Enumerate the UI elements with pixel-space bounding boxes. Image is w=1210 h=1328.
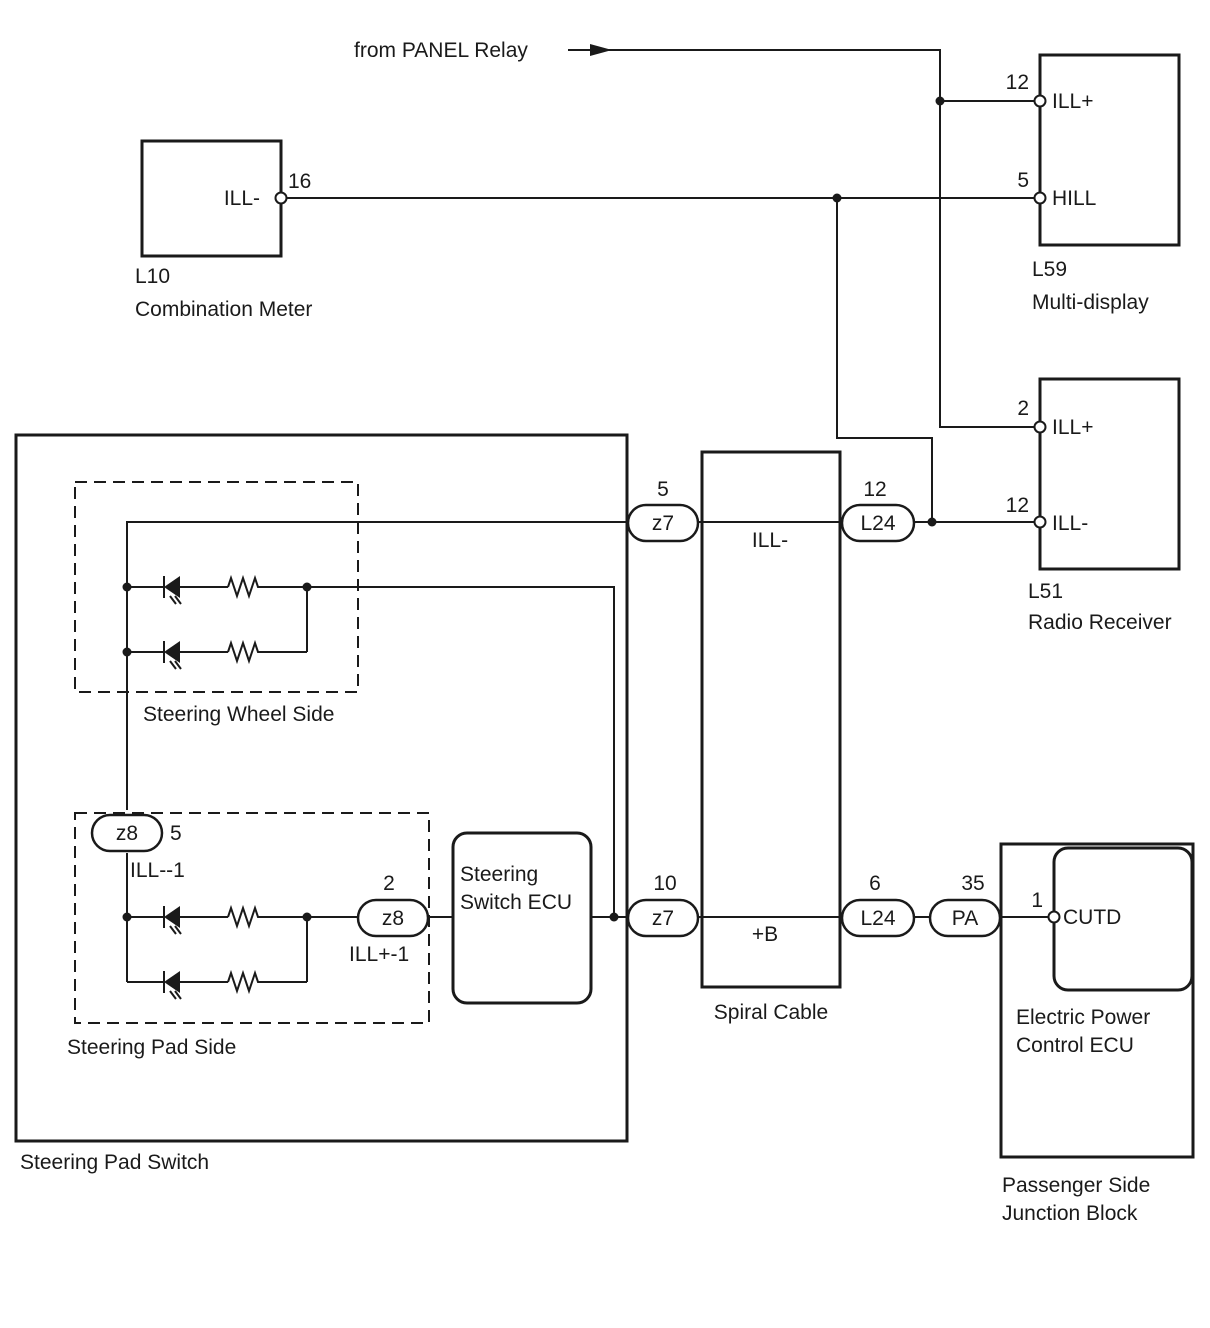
epc-ecu-line2: Control ECU [1016,1034,1134,1057]
radio-ill-plus-pin: 2 [1017,397,1029,420]
led-resistor-pad-2 [158,969,264,1000]
l24-bottom-label: L24 [860,907,895,930]
meter-terminal-label: ILL- [224,187,260,210]
spiral-cable-box [700,450,842,989]
wire-hill-drop [836,198,933,522]
connector-z8-upper [90,813,164,853]
steering-pad-switch-label: Steering Pad Switch [20,1151,209,1174]
pa-label: PA [952,907,978,930]
resistor-icon [227,639,264,665]
led-icon [164,641,180,663]
steering-wheel-side-dashed-box [74,481,359,693]
wire-wheel-to-plus-b [307,586,615,917]
multi-display-name: Multi-display [1032,291,1149,314]
meter-pin-number: 16 [288,170,311,193]
steering-switch-ecu-box [451,831,593,1005]
resistor-icon [227,969,264,995]
panel-relay-label: from PANEL Relay [354,39,528,62]
multi-display-hill-label: HILL [1052,187,1096,210]
connector-z7-top [626,503,700,543]
wheel-side-label: Steering Wheel Side [143,703,334,726]
connector-pa [928,898,1002,938]
radio-receiver-box [1038,377,1181,571]
junction-block-line2: Junction Block [1002,1202,1138,1225]
meter-name: Combination Meter [135,298,312,321]
z8-upper-terminal: ILL--1 [130,859,185,882]
z8-lower-label: z8 [382,907,404,930]
cutd-label: CUTD [1063,906,1121,929]
l24-bottom-pin: 6 [869,872,881,895]
resistor-icon [227,904,264,930]
led-resistor-wheel-2 [158,639,264,670]
junction-block-line1: Passenger Side [1002,1174,1150,1197]
pin-cutd [1047,910,1061,924]
z7-bottom-pin: 10 [653,872,676,895]
l24-top-pin: 12 [863,478,886,501]
pad-side-label: Steering Pad Side [67,1036,236,1059]
pin-multi-display-ill-plus [1033,94,1047,108]
cutd-pin: 1 [1031,889,1043,912]
z8-lower-pin: 2 [383,872,395,895]
spiral-plus-b-label: +B [752,923,778,946]
junction-dots [122,96,945,922]
pin-radio-ill-plus [1033,420,1047,434]
ecu-label-line1: Steering [460,863,538,886]
resistor-icon [227,574,264,600]
radio-ill-plus-label: ILL+ [1052,416,1093,439]
led-icon [164,971,180,993]
pin-radio-ill-minus [1033,515,1047,529]
connector-l24-bottom [840,898,916,938]
steering-pad-switch-box [14,433,629,1143]
radio-ill-minus-pin: 12 [1006,494,1029,517]
radio-name: Radio Receiver [1028,611,1172,634]
led-resistor-wheel-1 [158,574,264,605]
led-icon [164,906,180,928]
wire-panel-relay-feed [568,49,1035,428]
spiral-cable-label: Spiral Cable [714,1001,828,1024]
led-icon [164,576,180,598]
z8-upper-label: z8 [116,822,138,845]
pin-multi-display-hill [1033,191,1047,205]
z7-top-pin: 5 [657,478,669,501]
multi-display-code: L59 [1032,258,1067,281]
radio-code: L51 [1028,580,1063,603]
multi-display-hill-pin: 5 [1017,169,1029,192]
connector-l24-top [840,503,916,543]
meter-code: L10 [135,265,170,288]
ecu-label-line2: Switch ECU [460,891,572,914]
combination-meter-box [140,139,283,258]
z7-top-label: z7 [652,512,674,535]
pa-pin: 35 [961,872,984,895]
l24-top-label: L24 [860,512,895,535]
multi-display-ill-plus-pin: 12 [1006,71,1029,94]
z8-upper-pin: 5 [170,822,182,845]
connector-z7-bottom [626,898,700,938]
multi-display-ill-plus-label: ILL+ [1052,90,1093,113]
pin-meter-ill-minus [274,191,288,205]
led-resistor-pad-1 [158,904,264,935]
arrow-icon [590,44,612,56]
z8-lower-terminal: ILL+-1 [349,943,409,966]
junction-block-box [999,842,1195,1159]
epc-ecu-line1: Electric Power [1016,1006,1150,1029]
spiral-ill-minus-label: ILL- [752,529,788,552]
radio-ill-minus-label: ILL- [1052,512,1088,535]
z7-bottom-label: z7 [652,907,674,930]
multi-display-box [1038,53,1181,247]
connector-z8-lower [356,898,430,938]
wire-ill-minus-left [126,521,630,810]
